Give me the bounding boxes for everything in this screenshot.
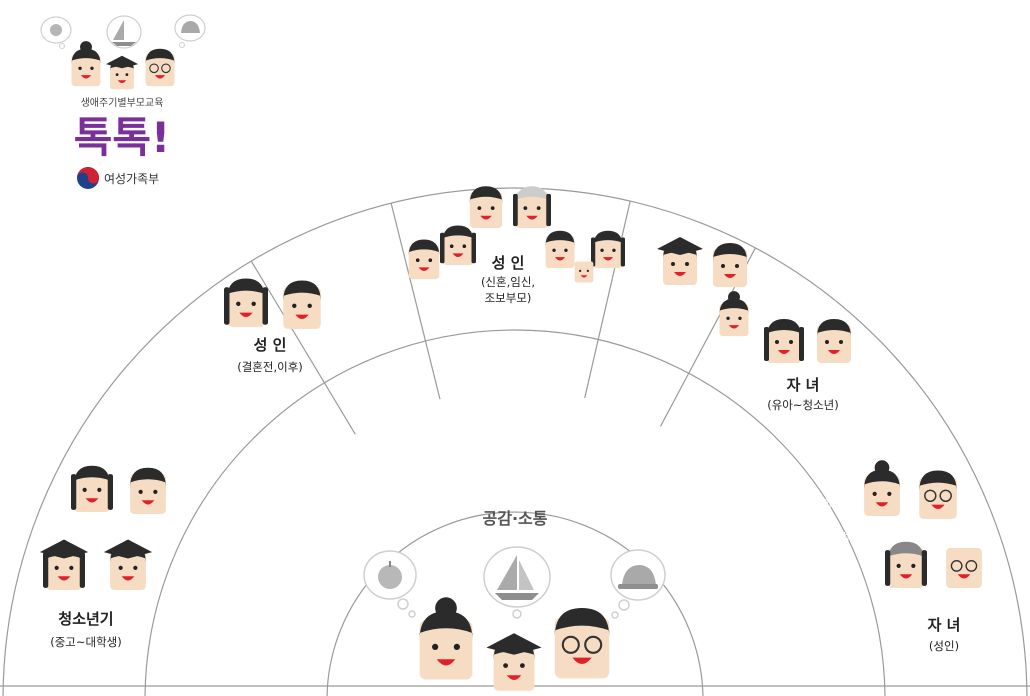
adult-man-face bbox=[283, 280, 321, 329]
center-title: 공감·소통 bbox=[483, 509, 548, 528]
segment-subtitle-adult-child: (성인) bbox=[929, 639, 959, 653]
logo-father-face bbox=[145, 48, 175, 87]
inner-line: 중독예방(술,담배) bbox=[608, 458, 695, 472]
inner-line: 경제교육 bbox=[630, 474, 672, 488]
inner-line: 소통,공감 bbox=[213, 617, 259, 631]
inner-line: 아동폭력예방 bbox=[343, 454, 407, 468]
car-bubble bbox=[610, 549, 666, 619]
graduate-boy-face bbox=[103, 539, 153, 590]
baby-face bbox=[574, 261, 594, 283]
inner-line: 부모가상체험 bbox=[204, 551, 267, 565]
sailboat-icon bbox=[113, 20, 124, 40]
inner-line: 가정폭력예방 bbox=[343, 438, 407, 452]
teen-girl-face bbox=[71, 465, 113, 512]
segment-title-adult-child: 자 녀 bbox=[928, 616, 961, 634]
ministry-name: 여성가족부 bbox=[104, 172, 159, 186]
inner-line: 부모와의 bbox=[215, 600, 257, 614]
segment-subtitle-child: (유아~청소년) bbox=[767, 398, 839, 412]
inner-line: 고부갈등) bbox=[788, 629, 835, 643]
father-face bbox=[545, 230, 575, 269]
center-mother-face bbox=[419, 597, 473, 680]
segment-subtitle-teen: (중고~대학생) bbox=[50, 635, 122, 649]
inner-line: (조보 시부모 교육 bbox=[768, 613, 854, 627]
center-thought-bubbles bbox=[363, 546, 666, 619]
inner-line: 손주 육아 bbox=[788, 646, 834, 660]
grandfather-face bbox=[946, 548, 982, 588]
car-icon bbox=[618, 565, 658, 589]
inner-line: 자녀의 성교육 bbox=[617, 441, 684, 455]
teen-boy-face bbox=[130, 467, 166, 514]
inner-line: 세식구 맞음 교육 bbox=[770, 596, 851, 610]
segment-title-adult: 성 인 bbox=[254, 336, 287, 354]
center-father-face bbox=[554, 608, 610, 679]
girl-face bbox=[713, 243, 747, 287]
logo-mother-face bbox=[71, 41, 101, 87]
daughter-face bbox=[864, 460, 900, 516]
inner-line: 임신,출산,태교 bbox=[486, 332, 557, 346]
grandmother-face bbox=[885, 541, 927, 588]
inner-line: 자녀와의 대화법 bbox=[772, 530, 850, 544]
toddler-face bbox=[719, 291, 749, 337]
inner-line: 자녀양육(아동발달에 bbox=[471, 349, 571, 363]
apple-icon bbox=[378, 561, 402, 589]
inner-line: 다문화가족교육 bbox=[338, 487, 412, 501]
logo-block: 생애주기별부모교육 톡톡! 여성가족부 bbox=[40, 14, 206, 189]
inner-line: 오감훈련교육 bbox=[204, 534, 267, 548]
groom-face bbox=[469, 186, 503, 229]
teen-girl-face bbox=[764, 319, 804, 363]
logo-subtitle: 생애주기별부모교육 bbox=[81, 97, 164, 109]
bride-face bbox=[513, 186, 551, 229]
segment-title-newlywed: 성 인 bbox=[492, 254, 525, 272]
logo-characters bbox=[71, 41, 175, 90]
graduate-girl-face bbox=[39, 539, 89, 590]
inner-line: 따른 정보지식) bbox=[485, 365, 557, 379]
segment-subtitle-adult: (결혼전,이후) bbox=[237, 360, 303, 374]
segment-subtitle-newlywed-1: (신혼,임신, bbox=[481, 275, 535, 289]
apple-icon bbox=[50, 24, 62, 36]
inner-line: 부부교육 bbox=[354, 421, 396, 435]
sailboat-bubble bbox=[483, 546, 551, 619]
inner-line: (아버지교육) bbox=[780, 547, 842, 561]
inner-line: 성교육,중독예방 bbox=[197, 567, 275, 581]
adult-woman-face bbox=[224, 278, 268, 327]
segment-subtitle-newlywed-2: 조보부모) bbox=[485, 291, 532, 305]
inner-line: 소통,공감 bbox=[788, 514, 834, 528]
inner-line: 이혼, 재혼, 한부모 bbox=[331, 471, 420, 485]
logo-bubbles bbox=[40, 14, 206, 49]
teen-boy-face bbox=[817, 319, 851, 363]
segment-title-teen: 청소년기 bbox=[58, 610, 113, 628]
logo-child-face bbox=[105, 55, 139, 90]
car-icon bbox=[181, 21, 200, 33]
inner-line: 자녀와의 bbox=[790, 497, 832, 511]
center-child-face bbox=[486, 633, 542, 691]
mother-face bbox=[591, 230, 625, 269]
husband-face bbox=[408, 239, 440, 280]
apple-bubble bbox=[363, 550, 417, 618]
wife-face bbox=[440, 225, 476, 266]
segment-title-child: 자 녀 bbox=[787, 376, 820, 394]
sailboat-icon bbox=[495, 555, 539, 600]
character-illustrations bbox=[39, 186, 982, 691]
son-face bbox=[919, 470, 957, 519]
ministry-emblem-icon bbox=[77, 167, 99, 189]
inner-line: 자녀독립 bbox=[790, 580, 832, 594]
inner-line: 조보 부모 bbox=[498, 382, 544, 396]
boy-cap-face bbox=[657, 237, 703, 285]
outer-captions: 청소년기 (중고~대학생) 성 인 (결혼전,이후) 성 인 (신혼,임신, 조… bbox=[50, 254, 960, 653]
inner-line: 경제교육 bbox=[215, 584, 257, 598]
logo-title: 톡톡! bbox=[74, 113, 170, 162]
